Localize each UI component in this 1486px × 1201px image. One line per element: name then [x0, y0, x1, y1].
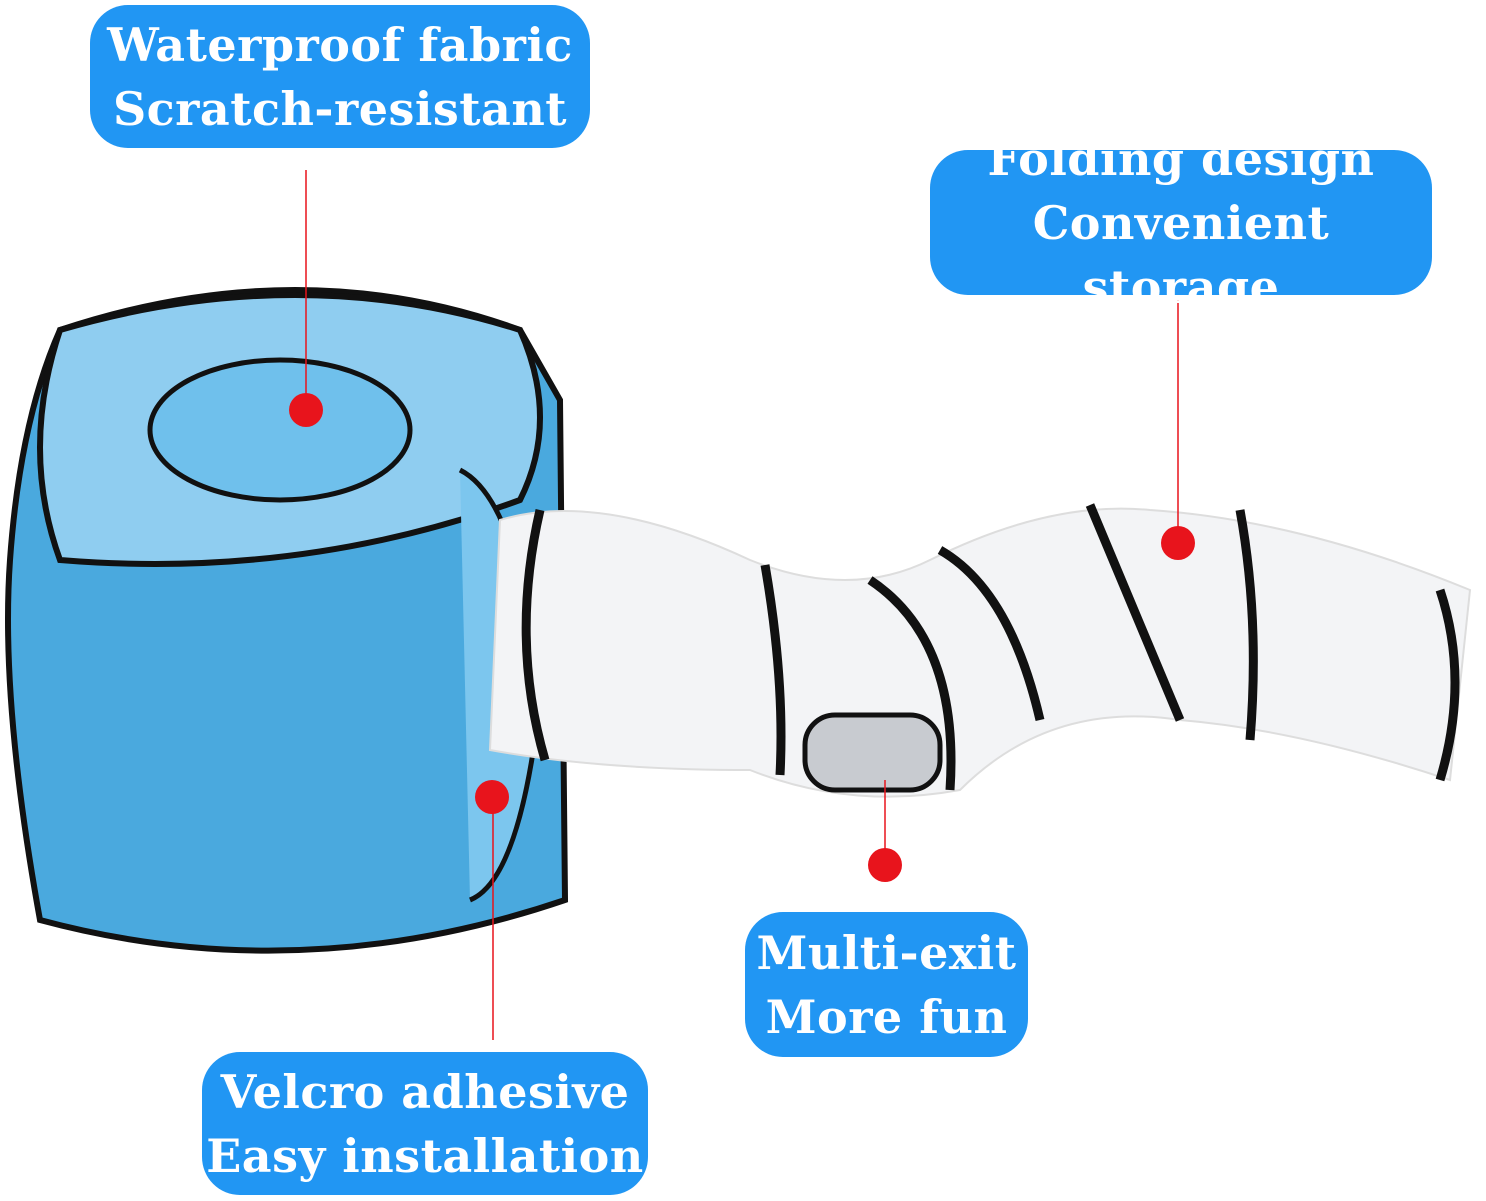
callout-line: More fun — [765, 989, 1008, 1044]
callout-line: Scratch-resistant — [112, 81, 568, 136]
callout-multi-exit: Multi-exit More fun — [745, 912, 1028, 1057]
blue-cube — [5, 287, 569, 954]
callout-folding: Folding design Convenient storage — [930, 132, 1432, 314]
callout-line: Convenient storage — [1032, 195, 1330, 314]
callout-waterproof: Waterproof fabric Scratch-resistant — [90, 5, 590, 148]
pointer-markers — [289, 170, 1195, 1040]
white-tunnel — [488, 503, 1472, 798]
callout-velcro: Velcro adhesive Easy installation — [202, 1052, 648, 1195]
callout-line: Multi-exit — [756, 925, 1017, 980]
callout-line: Folding design — [987, 131, 1375, 186]
callout-line: Velcro adhesive — [220, 1064, 630, 1119]
callout-line: Easy installation — [206, 1128, 644, 1183]
callout-line: Waterproof fabric — [107, 17, 573, 72]
